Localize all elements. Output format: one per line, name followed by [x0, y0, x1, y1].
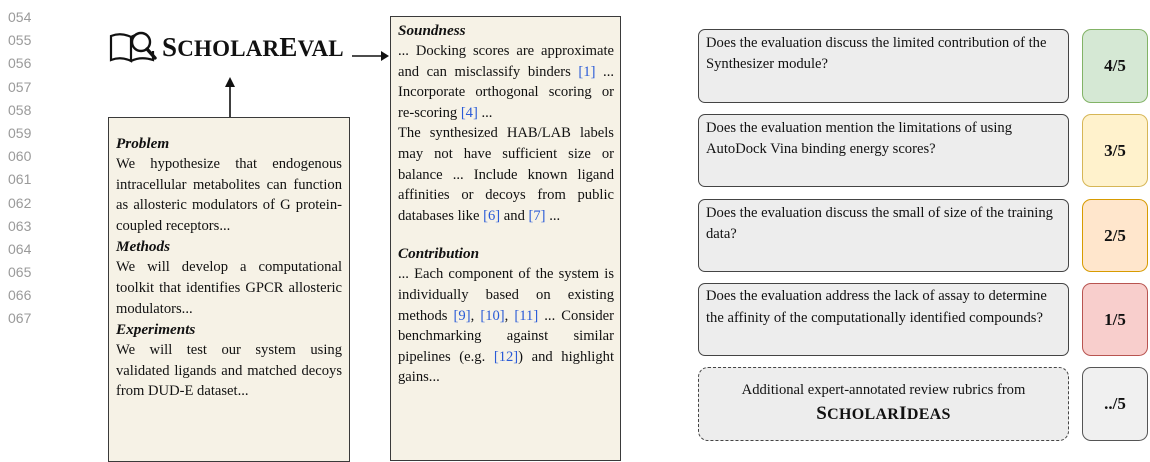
line-number: 061 — [8, 171, 32, 188]
methods-text: We will develop a computational toolkit … — [116, 259, 342, 317]
logo-text: SCHOLAREVAL — [162, 31, 344, 62]
contribution-text: , — [470, 307, 481, 324]
soundness-text: The synthesized HAB/LAB labels may not h… — [398, 125, 614, 224]
methods-heading: Methods — [116, 238, 171, 256]
rubric-question: Does the evaluation discuss the small of… — [698, 199, 1069, 272]
rubric-score: 4/5 — [1082, 29, 1148, 103]
citation-link[interactable]: [6] — [483, 207, 501, 224]
line-number: 065 — [8, 264, 32, 281]
citation-link[interactable]: [7] — [528, 207, 546, 224]
rubric-question: Does the evaluation mention the limitati… — [698, 114, 1069, 187]
line-number: 064 — [8, 240, 32, 257]
additional-score: ../5 — [1082, 367, 1148, 441]
citation-link[interactable]: [12] — [493, 348, 519, 365]
contribution-paragraph: ... Each component of the system is indi… — [398, 264, 614, 388]
right-arrow-icon — [352, 51, 389, 61]
soundness-paragraph-2: The synthesized HAB/LAB labels may not h… — [398, 123, 614, 226]
citation-link[interactable]: [9] — [453, 307, 471, 324]
up-arrow-icon — [225, 77, 235, 119]
contribution-text: ... Consider benchmarking against simila… — [398, 307, 615, 365]
line-number: 055 — [8, 32, 32, 49]
additional-rubrics-box: Additional expert-annotated review rubri… — [698, 367, 1069, 441]
citation-link[interactable]: [4] — [460, 104, 478, 121]
soundness-text: ... Incorporate orthogonal scoring or re… — [398, 63, 614, 121]
line-number: 063 — [8, 217, 32, 234]
rubric-score: 1/5 — [1082, 283, 1148, 356]
line-number: 054 — [8, 9, 32, 25]
citation-link[interactable]: [1] — [578, 63, 596, 80]
citation-link[interactable]: [10] — [480, 307, 505, 324]
line-number: 056 — [8, 55, 32, 72]
rubric-question: Does the evaluation discuss the limited … — [698, 29, 1069, 103]
evaluation-box: Soundness ... Docking scores are approxi… — [390, 16, 621, 461]
scholareval-logo: SCHOLAREVAL — [108, 27, 344, 67]
rubric-score: 3/5 — [1082, 114, 1148, 187]
soundness-paragraph-1: ... Docking scores are approximate and c… — [398, 41, 614, 123]
soundness-text: ... Docking scores are approximate and c… — [398, 43, 614, 80]
soundness-heading: Soundness — [398, 22, 466, 39]
line-numbers: 054 055 056 057 058 059 060 061 062 063 … — [8, 6, 48, 331]
soundness-text: and — [500, 207, 529, 224]
rubric-question: Does the evaluation address the lack of … — [698, 283, 1069, 356]
line-number: 066 — [8, 287, 32, 304]
line-number: 067 — [8, 310, 32, 327]
soundness-text: ... — [477, 104, 493, 121]
line-number: 060 — [8, 148, 32, 165]
scholarideas-label: SCHOLARIDEAS — [816, 403, 951, 424]
line-number: 057 — [8, 78, 32, 95]
rubric-score: 2/5 — [1082, 199, 1148, 272]
problem-heading: Problem — [116, 135, 170, 152]
contribution-text: ) and highlight gains... — [398, 348, 614, 386]
line-number: 062 — [8, 194, 32, 211]
problem-text: We hypothesize that endogenous intracell… — [116, 156, 342, 234]
line-number: 058 — [8, 101, 32, 118]
citation-link[interactable]: [11] — [514, 307, 539, 324]
proposal-box: Problem We hypothesize that endogenous i… — [108, 117, 350, 462]
contribution-text: ... Each component of the system is indi… — [398, 266, 614, 324]
soundness-text: ... — [545, 207, 561, 224]
experiments-heading: Experiments — [116, 321, 196, 339]
contribution-heading: Contribution — [398, 245, 480, 263]
additional-rubrics-text: Additional expert-annotated review rubri… — [741, 382, 1026, 398]
contribution-text: , — [504, 307, 515, 324]
experiments-text: We will test our system using validated … — [116, 342, 342, 400]
line-number: 059 — [8, 124, 32, 141]
book-magnifier-icon — [109, 31, 157, 63]
